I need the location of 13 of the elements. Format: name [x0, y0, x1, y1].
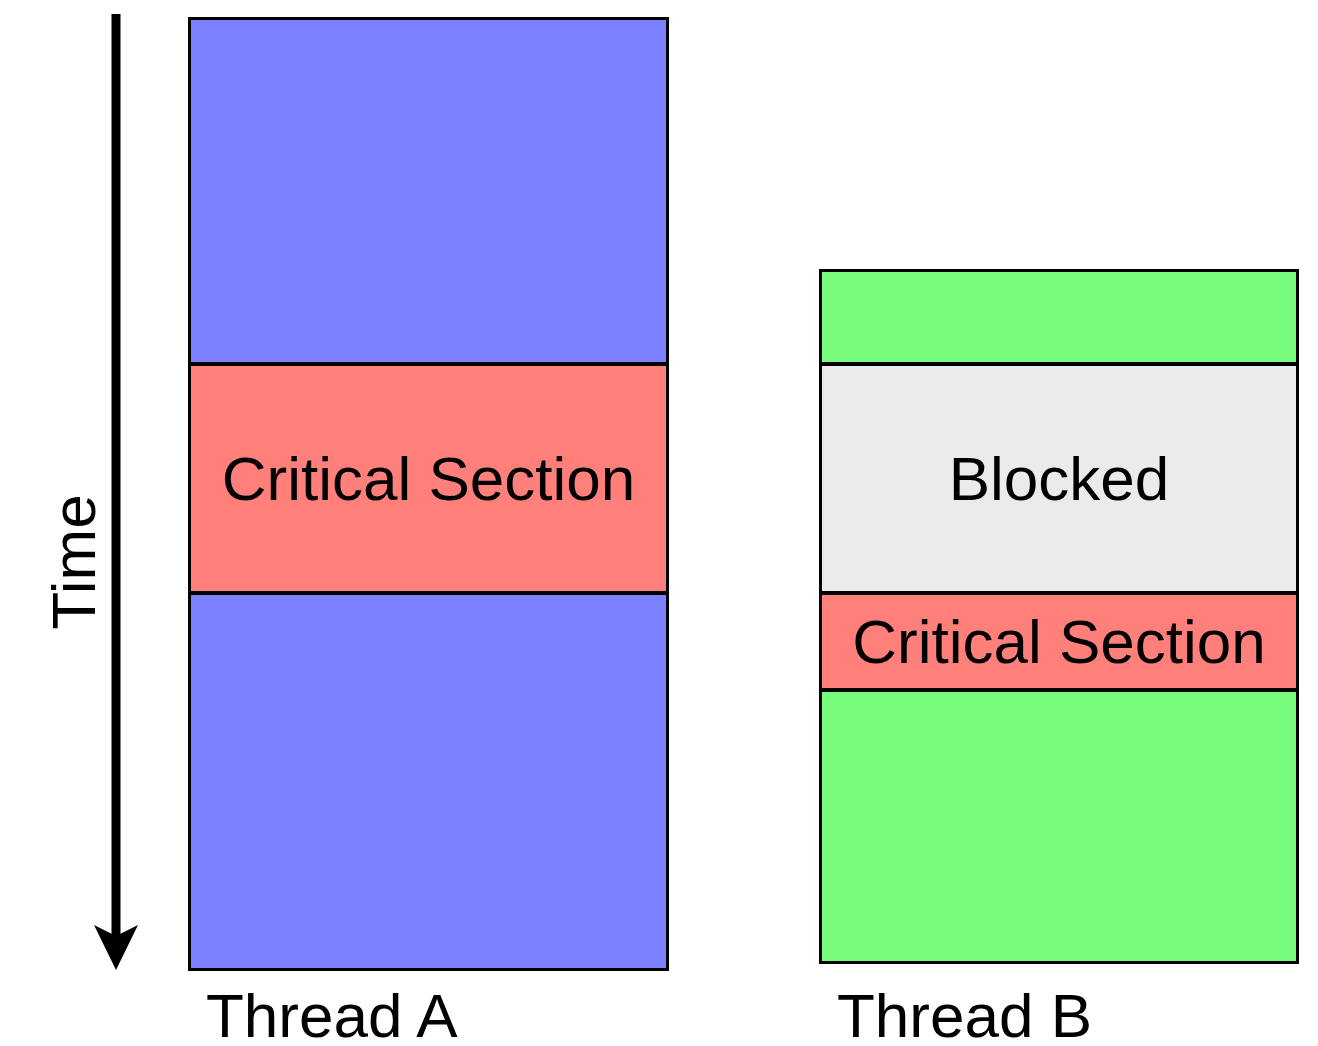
empty-time-segment — [819, 689, 1299, 964]
segment-label: Critical Section — [852, 610, 1266, 673]
segment-label: Blocked — [948, 447, 1170, 510]
empty-time-segment — [188, 592, 669, 971]
thread-label: Thread A — [206, 985, 458, 1046]
time-segment — [819, 363, 1299, 594]
empty-time-segment — [819, 269, 1299, 365]
time-segment — [188, 363, 669, 594]
thread-label: Thread B — [837, 985, 1093, 1046]
segment-label: Critical Section — [221, 447, 636, 510]
axis-label: Time — [43, 494, 105, 630]
empty-time-segment — [188, 17, 669, 365]
time-segment — [819, 592, 1299, 691]
